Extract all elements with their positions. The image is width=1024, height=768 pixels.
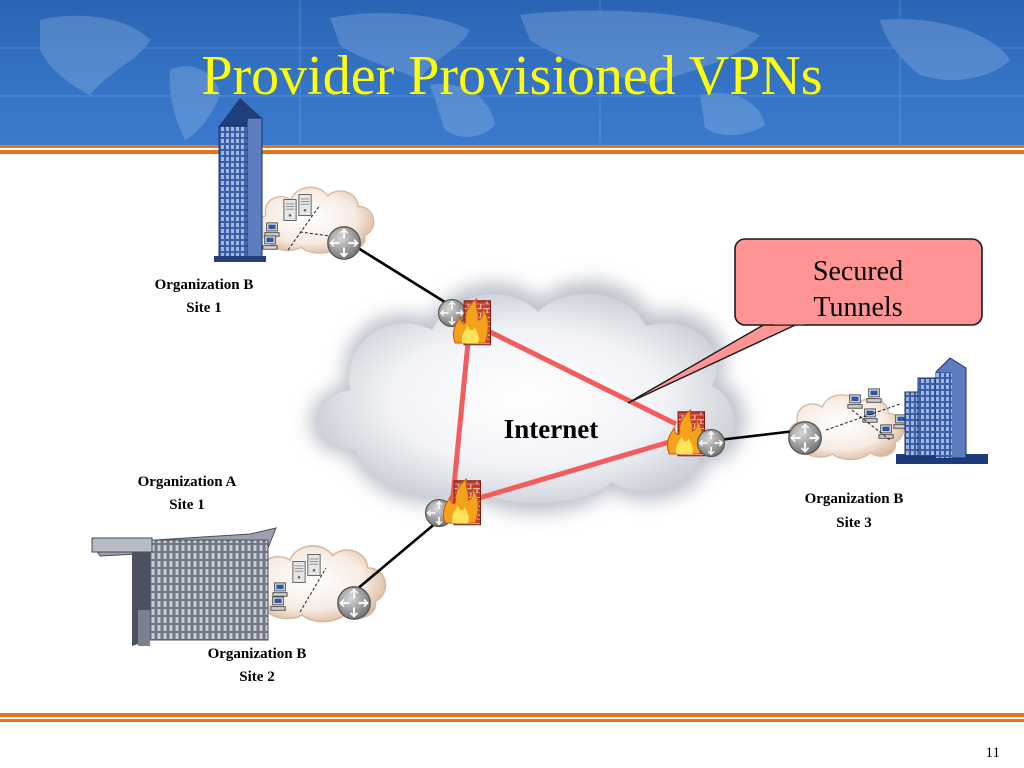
world-map-icon xyxy=(0,0,1024,146)
secured-tunnels-callout: Secured Tunnels xyxy=(627,238,983,404)
building-icon-site2 xyxy=(91,527,277,646)
slide-number: 11 xyxy=(986,745,1000,761)
workstation-icon xyxy=(847,394,863,409)
slide-title: Provider Provisioned VPNs xyxy=(201,45,822,107)
server-icon xyxy=(307,554,321,576)
tunnel-site1-site3 xyxy=(468,319,678,427)
label-b-site3: Organization B Site 3 xyxy=(805,491,904,531)
server-icon xyxy=(292,561,306,583)
label-a-site1-site: Site 1 xyxy=(169,497,204,513)
label-b-site2-org: Organization B xyxy=(208,646,307,662)
tunnel-site1-site2 xyxy=(449,321,473,507)
label-b-site1-site: Site 1 xyxy=(186,300,221,316)
workstation-icon xyxy=(272,582,288,597)
callout-line1: Secured xyxy=(813,256,903,287)
label-b-site1: Organization B Site 1 xyxy=(155,277,254,316)
link-site2 xyxy=(349,521,438,596)
label-a-site1-org: Organization A xyxy=(138,474,237,490)
building-icon-site3 xyxy=(896,357,988,464)
site1-equipment xyxy=(262,194,362,261)
internet-label: Internet xyxy=(504,414,598,444)
workstation-icon xyxy=(264,222,280,237)
site2-equipment xyxy=(270,554,372,621)
header-background xyxy=(0,0,1024,146)
link-site1 xyxy=(357,246,449,306)
server-icon xyxy=(283,199,297,221)
callout-line2: Tunnels xyxy=(813,292,902,323)
label-b-site2: Organization B Site 2 xyxy=(208,646,307,685)
label-b-site1-org: Organization B xyxy=(155,277,254,293)
label-a-site1: Organization A Site 1 xyxy=(138,474,237,513)
label-b-site3-site: Site 3 xyxy=(836,515,871,531)
server-icon xyxy=(298,194,312,216)
label-b-site2-site: Site 2 xyxy=(239,669,274,685)
internet-cloud-icon xyxy=(309,280,746,514)
router-icon xyxy=(787,420,823,456)
header-divider xyxy=(0,145,1024,154)
site3-equipment xyxy=(787,388,909,456)
footer-divider xyxy=(0,713,1024,722)
secured-tunnels xyxy=(449,319,678,509)
label-b-site3-org: Organization B xyxy=(805,491,904,507)
workstation-icon xyxy=(270,596,286,611)
title-bar: Provider Provisioned VPNs xyxy=(0,0,1024,146)
tunnel-site2-site3 xyxy=(451,437,677,509)
router-icon xyxy=(336,585,372,621)
building-icon-site1 xyxy=(214,98,266,262)
router-icon xyxy=(696,428,726,458)
workstation-icon xyxy=(262,235,278,250)
router-icon xyxy=(326,225,362,261)
workstation-icon xyxy=(866,388,882,403)
